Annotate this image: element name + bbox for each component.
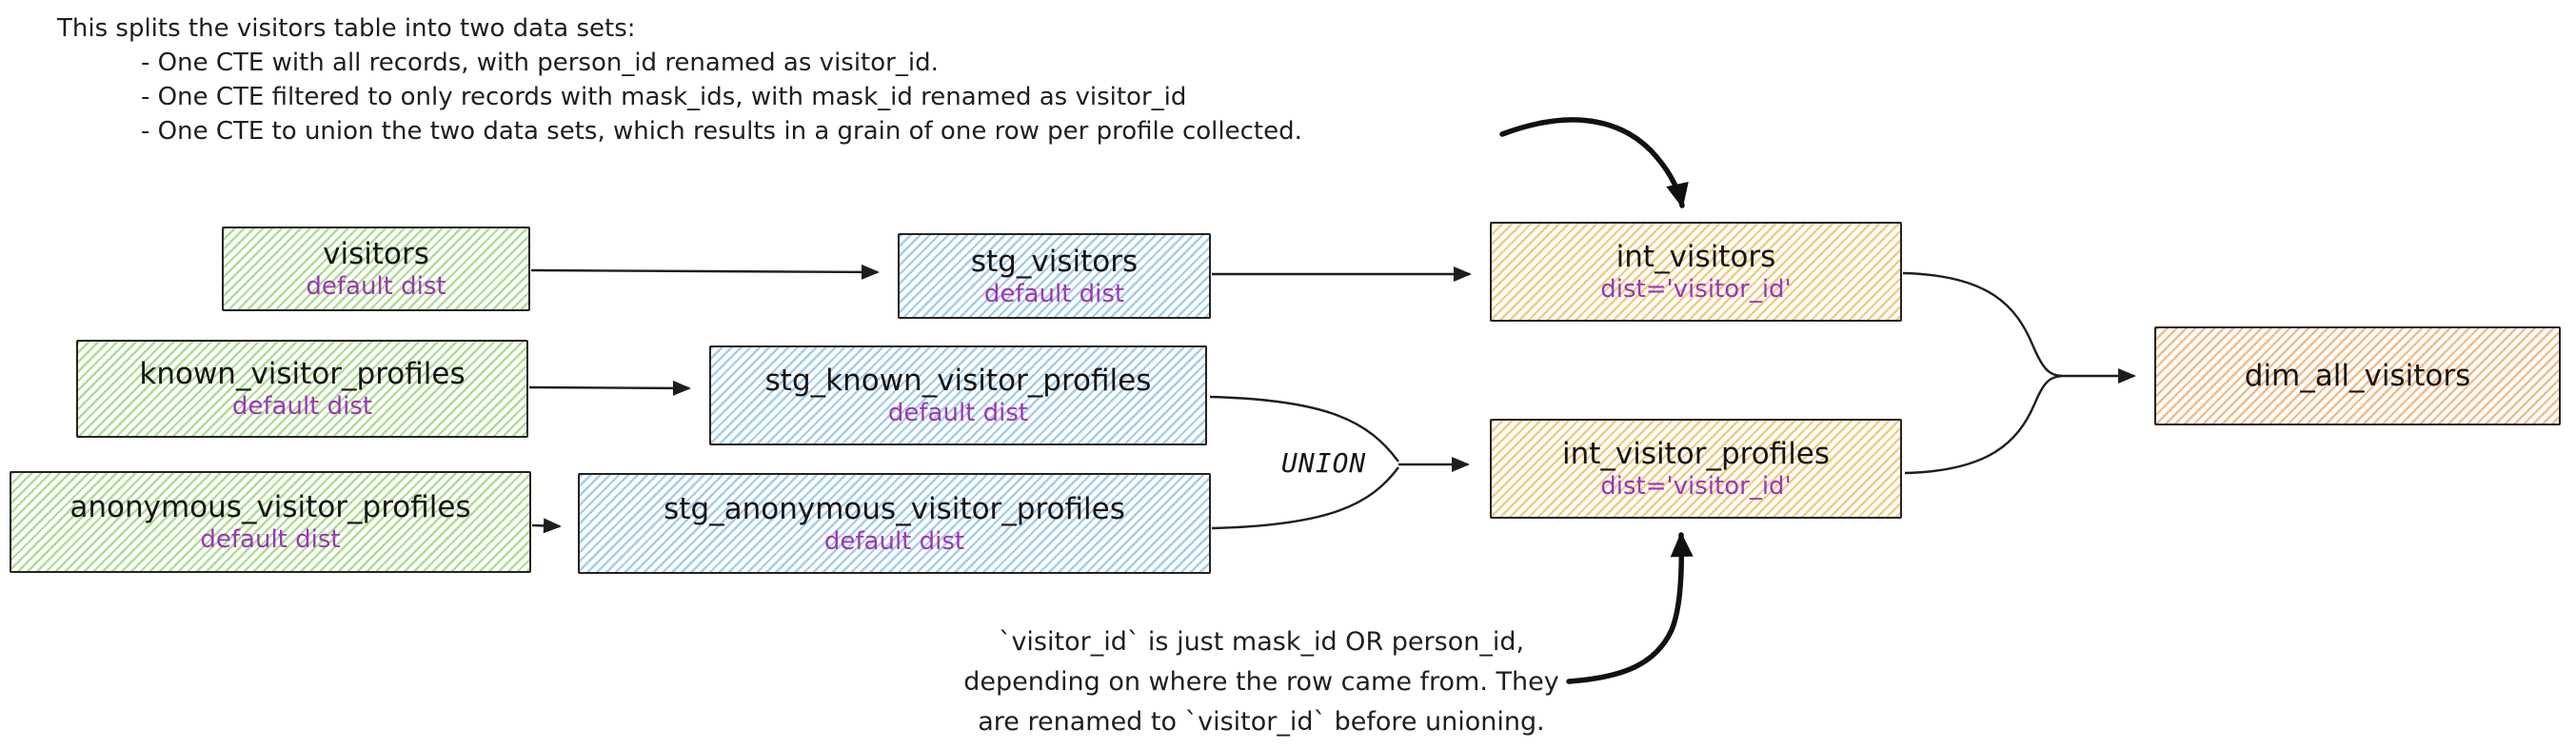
node-title: known_visitor_profiles <box>139 357 466 391</box>
bottom-annotation-line: `visitor_id` is just mask_id OR person_i… <box>998 627 1525 657</box>
node-dist-config: default dist <box>306 272 446 301</box>
bottom-annotation: `visitor_id` is just mask_id OR person_i… <box>947 622 1575 742</box>
node-int-visitor-profiles[interactable]: int_visitor_profiles dist='visitor_id' <box>1490 419 1902 519</box>
node-title: visitors <box>323 237 429 271</box>
node-stg-visitors[interactable]: stg_visitors default dist <box>898 233 1211 319</box>
node-stg-anonymous-visitor-profiles[interactable]: stg_anonymous_visitor_profiles default d… <box>578 473 1211 574</box>
node-dist-config: dist='visitor_id' <box>1600 275 1792 304</box>
top-annotation-bullet: - One CTE filtered to only records with … <box>141 83 1187 111</box>
node-stg-known-visitor-profiles[interactable]: stg_known_visitor_profiles default dist <box>709 345 1207 445</box>
top-annotation-bullet: - One CTE to union the two data sets, wh… <box>141 117 1302 146</box>
bottom-annotation-line: depending on where the row came from. Th… <box>963 667 1559 697</box>
node-anonymous-visitor-profiles[interactable]: anonymous_visitor_profiles default dist <box>10 471 531 573</box>
edge-anonymous-to-stg-anonymous <box>531 518 562 534</box>
node-title: stg_anonymous_visitor_profiles <box>664 491 1125 526</box>
top-annotation-arrow <box>1499 117 1689 208</box>
node-dist-config: default dist <box>231 392 373 421</box>
bottom-annotation-line: are renamed to `visitor_id` before union… <box>978 707 1545 737</box>
node-title: dim_all_visitors <box>2244 359 2471 393</box>
node-title: int_visitors <box>1615 240 1776 274</box>
top-annotation: This splits the visitors table into two … <box>57 11 1302 148</box>
node-dist-config: default dist <box>887 399 1029 427</box>
edge-visitors-to-stg-visitors <box>530 264 880 280</box>
top-annotation-intro: This splits the visitors table into two … <box>57 14 636 43</box>
edge-int-visitor-profiles-to-merge <box>1904 374 2063 475</box>
edge-known-to-stg-known <box>528 380 691 396</box>
node-title: anonymous_visitor_profiles <box>69 490 471 524</box>
node-visitors[interactable]: visitors default dist <box>222 227 530 311</box>
node-dist-config: default dist <box>200 525 341 554</box>
bottom-annotation-arrow <box>1566 532 1694 684</box>
node-dist-config: dist='visitor_id' <box>1600 472 1792 501</box>
edge-int-visitors-to-merge <box>1902 271 2063 378</box>
node-title: int_visitor_profiles <box>1561 437 1831 471</box>
union-edge-label: UNION <box>1281 447 1367 479</box>
node-known-visitor-profiles[interactable]: known_visitor_profiles default dist <box>76 340 528 438</box>
top-annotation-bullet: - One CTE with all records, with person_… <box>141 49 939 77</box>
node-int-visitors[interactable]: int_visitors dist='visitor_id' <box>1490 222 1902 322</box>
node-title: stg_known_visitor_profiles <box>764 364 1152 398</box>
node-dist-config: default dist <box>823 526 965 556</box>
node-title: stg_visitors <box>970 244 1139 279</box>
node-dim-all-visitors[interactable]: dim_all_visitors <box>2154 326 2561 425</box>
node-dist-config: default dist <box>983 279 1125 308</box>
